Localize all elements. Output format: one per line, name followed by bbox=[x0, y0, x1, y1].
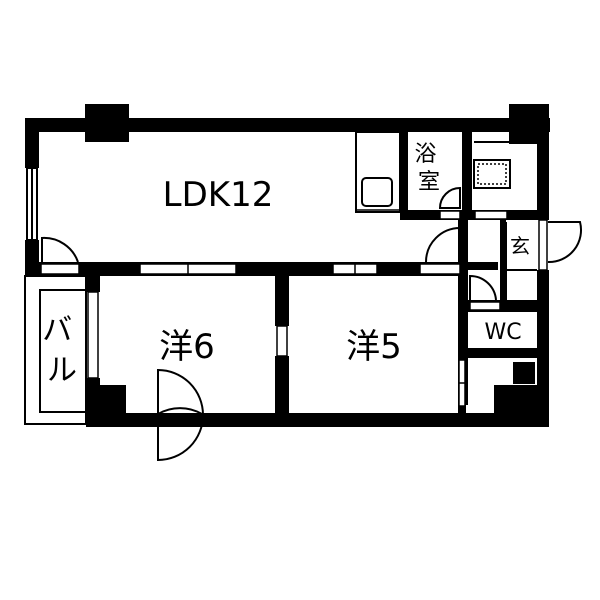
wall-between-bedrooms-lower bbox=[275, 356, 289, 416]
room-label-bedroom-5: 洋5 bbox=[346, 327, 402, 367]
wall-top bbox=[25, 118, 550, 132]
door-wc bbox=[469, 274, 497, 301]
door-bedroom6 bbox=[157, 368, 204, 462]
door-bath bbox=[438, 186, 461, 209]
wall-left-bedroom-lower bbox=[86, 378, 100, 427]
door-entrance bbox=[547, 221, 583, 264]
wall-right-upper bbox=[537, 118, 549, 220]
pillar-top-left bbox=[85, 104, 129, 142]
door-ldk-left bbox=[41, 236, 79, 263]
door-ldk-hall bbox=[425, 226, 461, 263]
wall-between-bedrooms bbox=[275, 276, 289, 326]
balcony bbox=[24, 275, 87, 425]
wall-wc-bottom bbox=[468, 348, 549, 358]
wall-bath-bottom bbox=[400, 210, 470, 220]
entrance-lines bbox=[505, 222, 537, 300]
room-label-wc: WC bbox=[484, 320, 521, 345]
room-label-bedroom-6: 洋6 bbox=[159, 327, 215, 367]
room-label-ldk: LDK12 bbox=[163, 175, 274, 215]
wall-ldk-bedrooms bbox=[25, 262, 465, 276]
interior-walls bbox=[25, 132, 549, 416]
door-swings bbox=[41, 186, 583, 462]
wall-wc-left bbox=[458, 220, 468, 405]
wall-openings bbox=[40, 131, 548, 407]
room-label-entrance: 玄 bbox=[510, 234, 530, 258]
wall-bath-left bbox=[400, 132, 408, 220]
kitchen-sink-icon bbox=[355, 131, 401, 213]
wall-bottom bbox=[86, 413, 549, 427]
pillar-bottom-right bbox=[494, 385, 549, 427]
wall-bath-right bbox=[462, 132, 472, 220]
room-label-balcony: バ ル bbox=[42, 313, 82, 388]
wall-entrance-right bbox=[500, 220, 506, 300]
ldk-left-window bbox=[26, 167, 38, 241]
room-label-bath: 浴 室 bbox=[414, 142, 443, 195]
wall-left-upper bbox=[25, 118, 39, 168]
room-labels: LDK12 洋6 洋5 WC 玄 bbox=[159, 175, 530, 367]
pillar-small-box bbox=[513, 362, 535, 384]
wall-entrance-divider bbox=[468, 262, 498, 270]
washroom-fixture-icon bbox=[473, 141, 511, 189]
